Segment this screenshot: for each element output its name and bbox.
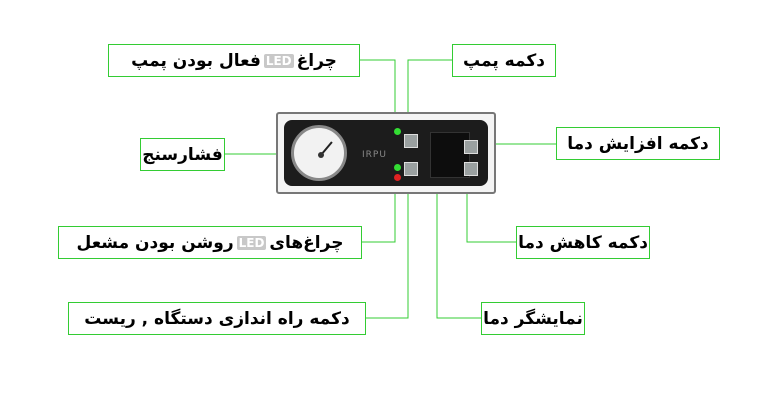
connector-burner-led [362,182,396,243]
connector-start-reset [366,180,409,319]
label-temp-up: دکمه افزایش دما [556,127,720,160]
panel-brand: IRPU [362,150,387,160]
connector-pump-led [360,59,396,122]
burner-led-red [394,174,401,181]
label-pump-led-post: فعال بودن پمپ [131,51,261,71]
label-temp-down: دکمه کاهش دما [516,226,650,259]
label-pump-led-pre: چراغ [296,51,337,71]
connector-temp-down [466,180,516,243]
burner-led-green [394,164,401,171]
label-burner-led-pre: چراغ‌های [269,233,344,253]
pump-button[interactable] [404,134,418,148]
pressure-gauge-icon [291,125,347,181]
start-reset-button[interactable] [404,162,418,176]
label-pump-led: چراغLEDفعال بودن پمپ [108,44,360,77]
label-start-reset: دکمه راه اندازی دستگاه , ریست [68,302,366,335]
gauge-hub [318,152,324,158]
control-panel: IRPU [276,112,496,194]
connector-pump-button [407,59,452,130]
temp-down-button[interactable] [464,162,478,176]
led-word: LED [263,54,294,68]
pump-led [394,128,401,135]
temperature-display [430,132,470,178]
label-burner-led: چراغ‌هایLEDروشن بودن مشعل [58,226,362,259]
connector-temp-display [436,178,481,319]
led-word: LED [236,236,267,250]
temp-up-button[interactable] [464,140,478,154]
label-pump-button: دکمه پمپ [452,44,556,77]
label-gauge: فشارسنج [140,138,225,171]
panel-face: IRPU [284,120,488,186]
label-temp-display: نمایشگر دما [481,302,585,335]
label-burner-led-post: روشن بودن مشعل [76,233,234,253]
